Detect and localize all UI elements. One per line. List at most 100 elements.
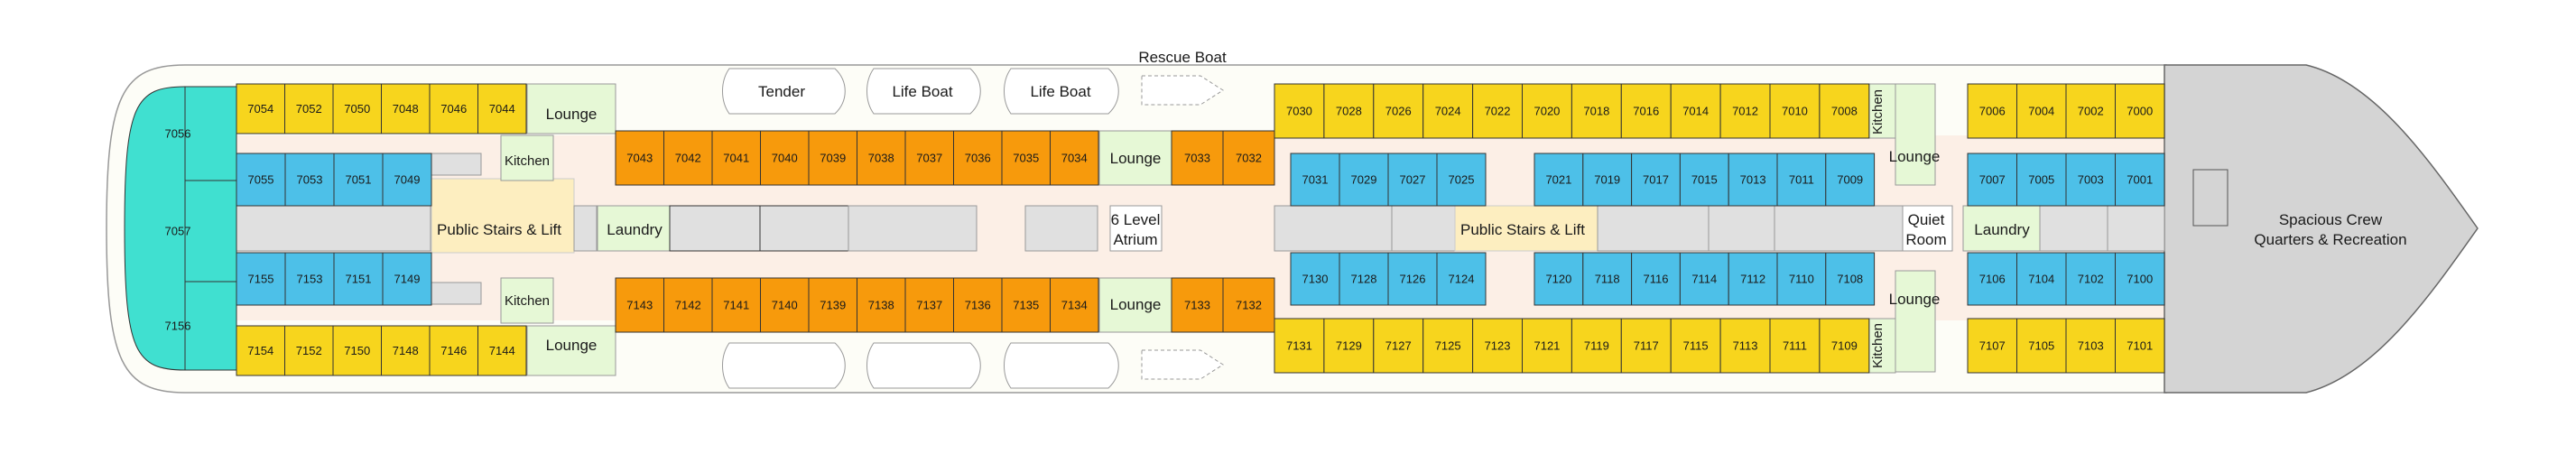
tender-label: Tender	[758, 83, 805, 100]
boats	[722, 68, 1224, 389]
cabin-7022	[1472, 83, 1523, 139]
cabin-label-7126: 7126	[1400, 273, 1426, 286]
cabin-label-7150: 7150	[344, 344, 370, 357]
cabin-7000	[2115, 83, 2165, 139]
cabin-label-7118: 7118	[1595, 273, 1620, 286]
cabin-7048	[381, 83, 431, 134]
cabin-7139	[808, 277, 857, 333]
cabin-7003	[2065, 153, 2116, 207]
lounge-mid-top-label: Lounge	[1110, 150, 1162, 167]
cabin-label-7109: 7109	[1831, 339, 1858, 353]
service-aft-bottom	[431, 282, 482, 305]
cabin-label-7153: 7153	[297, 273, 323, 286]
rescue-boat-label: Rescue Boat	[1138, 49, 1227, 66]
cabin-label-7136: 7136	[965, 299, 991, 312]
fwd-store-1	[1274, 205, 1393, 252]
cabin-label-7101: 7101	[2127, 339, 2153, 353]
cabin-7106	[1967, 252, 2017, 306]
cabin-label-7138: 7138	[868, 299, 894, 312]
cabin-7132	[1222, 277, 1275, 333]
kitchen-fwd-top	[1868, 83, 1896, 139]
cabin-label-7020: 7020	[1534, 105, 1560, 118]
cabin-7057	[184, 180, 237, 283]
cabin-label-7046: 7046	[440, 102, 467, 116]
lounge-fwd-bottom	[1895, 270, 1936, 373]
cabin-label-7127: 7127	[1385, 339, 1412, 353]
cabin-7129	[1323, 318, 1375, 374]
cabin-7055	[236, 153, 286, 207]
cabin-label-7142: 7142	[675, 299, 701, 312]
cabin-label-7030: 7030	[1286, 105, 1312, 118]
cabin-7124	[1436, 252, 1487, 306]
laundry-fwd-label: Laundry	[1974, 221, 2030, 238]
cabin-label-7155: 7155	[248, 273, 274, 286]
cabin-7038	[857, 130, 906, 186]
fwd-store-5	[1774, 205, 1904, 252]
cabin-7001	[2115, 153, 2165, 207]
cabin-7101	[2115, 318, 2165, 374]
cabin-7035	[1001, 130, 1051, 186]
lounge-aft-bottom-label: Lounge	[546, 337, 598, 354]
cabin-7111	[1769, 318, 1821, 374]
cabin-7137	[904, 277, 954, 333]
mid-store-4	[1024, 205, 1098, 252]
cabin-label-7004: 7004	[2028, 105, 2054, 118]
cabin-7051	[333, 153, 384, 207]
life-boat-3	[866, 342, 981, 389]
cabin-label-7021: 7021	[1545, 173, 1571, 187]
cabin-label-7119: 7119	[1584, 339, 1609, 353]
cabin-7034	[1050, 130, 1099, 186]
cabin-label-7039: 7039	[820, 152, 846, 165]
cabin-label-7017: 7017	[1643, 173, 1669, 187]
cabin-label-7152: 7152	[296, 344, 322, 357]
cabin-label-7038: 7038	[868, 152, 894, 165]
cabin-label-7125: 7125	[1435, 339, 1461, 353]
cabin-label-7154: 7154	[247, 344, 273, 357]
mid-store-2	[759, 205, 849, 252]
lounge-fwd-bottom-label: Lounge	[1889, 291, 1941, 308]
cabin-label-7108: 7108	[1837, 273, 1863, 286]
cabin-7019	[1582, 153, 1633, 207]
cabin-label-7141: 7141	[723, 299, 749, 312]
cabin-7140	[760, 277, 810, 333]
lounge-mid-top	[1098, 130, 1172, 186]
cabin-7012	[1719, 83, 1771, 139]
atrium-label-1: 6 Level	[1111, 211, 1161, 228]
cabin-7113	[1719, 318, 1771, 374]
cabin-7155	[236, 252, 286, 306]
cabin-7117	[1620, 318, 1672, 374]
cabin-label-7113: 7113	[1733, 339, 1758, 353]
cabin-label-7140: 7140	[772, 299, 798, 312]
cabin-label-7035: 7035	[1013, 152, 1039, 165]
cabin-7131	[1274, 318, 1325, 374]
cabin-7121	[1522, 318, 1572, 374]
cabin-7143	[615, 277, 664, 333]
quiet-room	[1902, 205, 1953, 252]
cabin-7115	[1670, 318, 1721, 374]
life-boat-2	[1004, 68, 1119, 115]
cabin-label-7015: 7015	[1691, 173, 1718, 187]
cabin-label-7120: 7120	[1545, 273, 1571, 286]
cabin-label-7008: 7008	[1831, 105, 1858, 118]
cabin-label-7002: 7002	[2078, 105, 2104, 118]
cabin-label-7013: 7013	[1740, 173, 1766, 187]
public-stairs-fwd-label: Public Stairs & Lift	[1460, 221, 1585, 238]
cabin-7056	[184, 86, 237, 181]
tender-boat	[722, 68, 846, 115]
public-stairs-aft	[431, 178, 575, 254]
tender-boat-2	[722, 342, 846, 389]
cabin-label-7000: 7000	[2127, 105, 2153, 118]
kitchen-aft-top-label: Kitchen	[505, 153, 550, 169]
life-boat-label-2: Life Boat	[1030, 83, 1090, 100]
cabin-7049	[382, 153, 432, 207]
fwd-store-7	[2107, 205, 2165, 252]
cabin-7102	[2065, 252, 2116, 306]
cabin-label-7102: 7102	[2078, 273, 2104, 286]
fwd-store-3	[1597, 205, 1710, 252]
atrium	[1109, 205, 1163, 252]
rooms-layer	[236, 83, 2165, 376]
cabin-label-7040: 7040	[772, 152, 798, 165]
cabin-label-7031: 7031	[1302, 173, 1329, 187]
cabin-7103	[2065, 318, 2116, 374]
cabin-7004	[2016, 83, 2067, 139]
